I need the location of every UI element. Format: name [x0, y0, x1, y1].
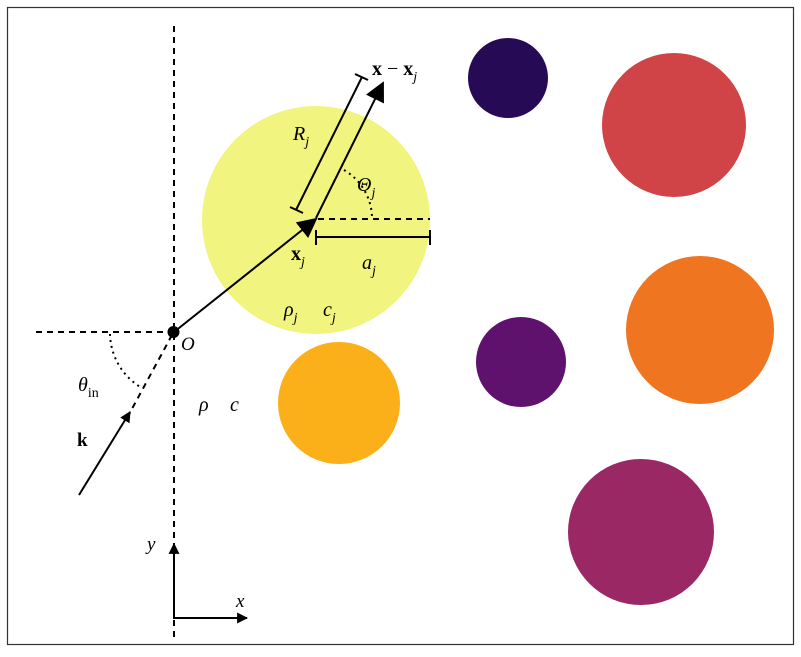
relative-vector-label: x − xj: [372, 58, 417, 85]
host-density-label: ρ: [198, 394, 209, 416]
figure-frame: [6, 6, 795, 646]
origin-point: [167, 326, 180, 338]
position-vector-arrow: [173, 217, 318, 333]
incident-angle-arc: [109, 333, 143, 389]
scatterer-radius-label: aj: [362, 252, 376, 279]
wave-vector-arrow: [78, 411, 131, 496]
scatterer-orange: [626, 256, 774, 404]
scatterer-speed-label: cj: [323, 299, 336, 326]
wave-vector-label: k: [77, 430, 88, 451]
relative-vector-arrow: [315, 81, 384, 219]
origin-label: O: [181, 334, 195, 355]
scatterer-density-label: ρj: [283, 299, 298, 326]
scatterer-dark-navy: [468, 38, 548, 118]
polar-angle-label: Θj: [357, 174, 375, 201]
radius-dimension-cap-low: [289, 206, 304, 214]
position-vector-label: xj: [291, 243, 305, 270]
scatterer-amber: [278, 342, 400, 464]
incident-angle-label: θin: [78, 374, 99, 401]
radius-dimension-line: [295, 76, 363, 211]
radius-label: Rj: [292, 123, 309, 150]
incident-dashed-extension: [126, 334, 173, 419]
y-axis-label: y: [145, 534, 156, 555]
host-speed-label: c: [230, 394, 239, 416]
scatterer-red: [602, 53, 746, 197]
scatterer-magenta: [568, 459, 714, 605]
scatterer-purple: [476, 317, 566, 407]
x-axis-label: x: [235, 591, 245, 612]
radius-dimension-cap-high: [354, 73, 369, 81]
